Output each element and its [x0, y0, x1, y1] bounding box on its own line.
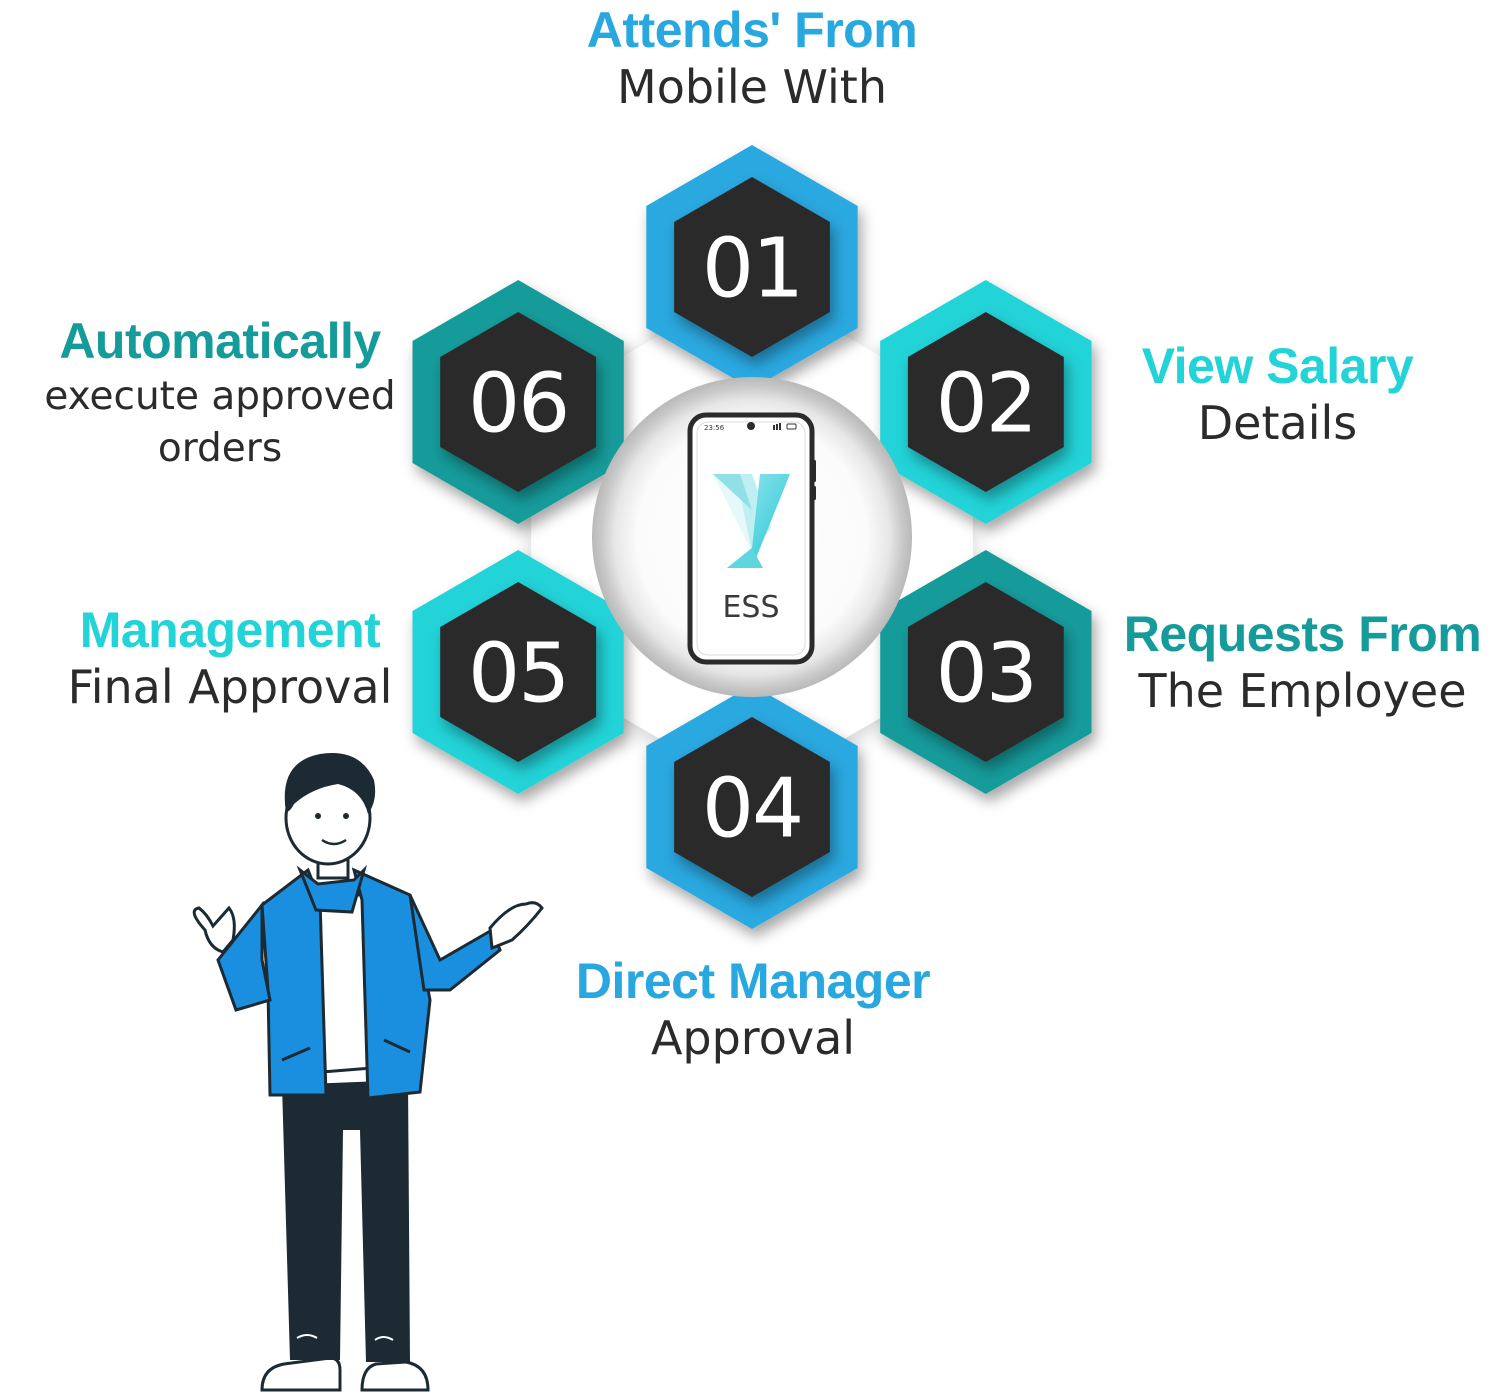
- step-headline: Attends' From: [586, 2, 918, 58]
- step-detail: Details: [1197, 395, 1358, 450]
- step-headline: Direct Manager: [575, 953, 931, 1009]
- step-caption-02: View Salary Details: [1090, 338, 1465, 450]
- step-hex-02: 02: [880, 280, 1092, 524]
- step-hex-core: [674, 717, 830, 897]
- step-number: 03: [936, 627, 1036, 722]
- step-detail: Mobile With: [617, 59, 887, 114]
- step-hex-core: [907, 312, 1064, 492]
- step-headline: Automatically: [59, 313, 381, 369]
- step-detail: Approval: [650, 1010, 856, 1065]
- step-number: 06: [468, 357, 568, 452]
- step-detail: orders: [157, 425, 283, 471]
- step-hex-core: [440, 312, 597, 492]
- ess-y-logo-icon: [713, 474, 790, 568]
- step-hex-core: [907, 582, 1064, 762]
- step-detail: execute approved: [44, 373, 396, 419]
- center-badge: 23:56 ESS: [592, 377, 912, 697]
- step-detail: Final Approval: [67, 659, 393, 714]
- step-hex-05: 05: [412, 550, 624, 794]
- step-hex-core: [440, 582, 597, 762]
- step-hex-03: 03: [880, 550, 1092, 794]
- step-caption-04: Direct Manager Approval: [528, 953, 978, 1065]
- step-hexagons: 01 02 03 04 05 06: [412, 145, 1092, 929]
- step-hex-04: 04: [646, 685, 858, 929]
- step-headline: Management: [79, 602, 381, 658]
- phone-icon: 23:56 ESS: [687, 412, 816, 665]
- step-detail: The Employee: [1138, 663, 1467, 718]
- step-number: 05: [468, 627, 568, 722]
- status-time: 23:56: [704, 424, 725, 432]
- step-caption-05: Management Final Approval: [40, 602, 420, 714]
- step-hex-core: [674, 177, 830, 357]
- status-bar-icons: [773, 423, 797, 430]
- step-number: 01: [702, 222, 802, 317]
- step-hex-01: 01: [646, 145, 858, 389]
- step-headline: Requests From: [1123, 606, 1482, 662]
- step-caption-03: Requests From The Employee: [1115, 606, 1490, 718]
- app-label: ESS: [722, 590, 779, 625]
- step-caption-06: Automatically execute approved orders: [20, 313, 420, 475]
- step-number: 02: [936, 357, 1036, 452]
- step-number: 04: [702, 762, 802, 857]
- step-caption-01: Attends' From Mobile With: [502, 2, 1002, 114]
- step-headline: View Salary: [1141, 338, 1414, 394]
- presenting-man-icon: [192, 753, 544, 1392]
- step-hex-06: 06: [412, 280, 624, 524]
